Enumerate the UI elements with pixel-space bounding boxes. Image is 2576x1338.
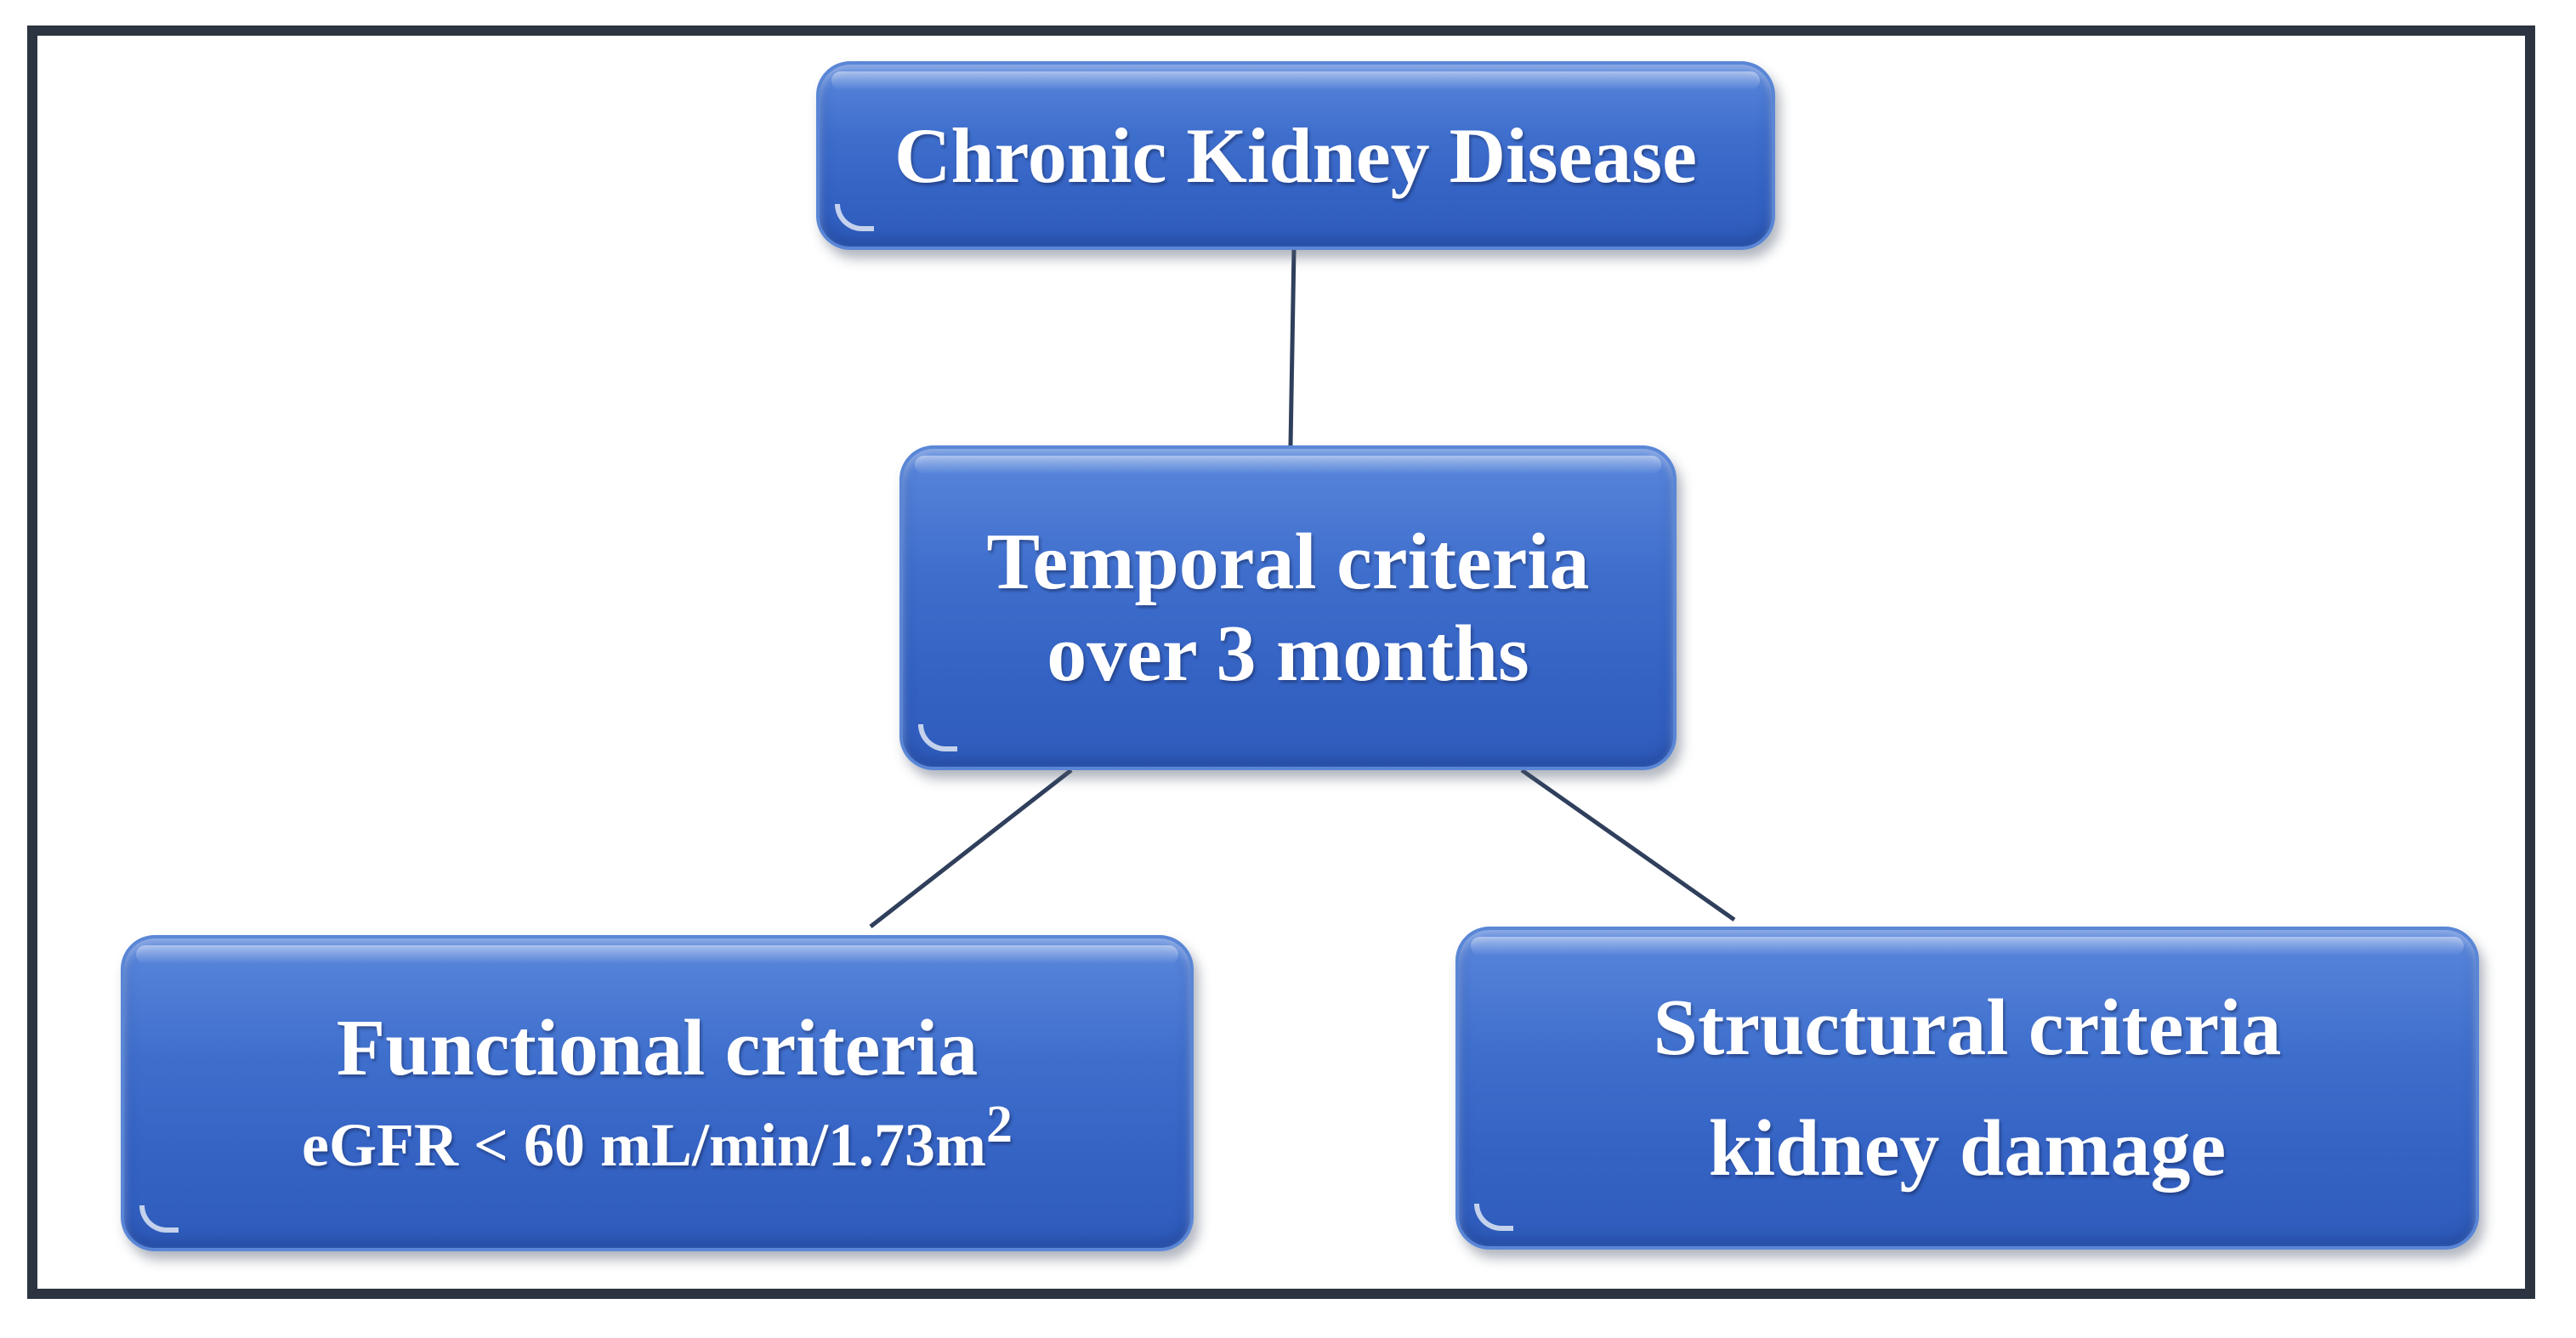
structural-title: Structural criteria — [1653, 984, 2282, 1072]
functional-title: Functional criteria — [336, 1004, 979, 1092]
temporal-title: Temporal criteria — [986, 518, 1590, 606]
node-functional-criteria: Functional criteria eGFR < 60 mL/min/1.7… — [121, 935, 1194, 1251]
functional-detail-superscript: 2 — [985, 1096, 1013, 1154]
node-chronic-kidney-disease: Chronic Kidney Disease — [816, 61, 1775, 250]
node-root-label: Chronic Kidney Disease — [894, 112, 1697, 199]
temporal-detail: over 3 months — [1047, 609, 1529, 698]
node-temporal-criteria: Temporal criteria over 3 months — [899, 445, 1677, 770]
structural-detail: kidney damage — [1708, 1104, 2227, 1193]
functional-detail: eGFR < 60 mL/min/1.73m2 — [302, 1098, 1013, 1190]
functional-detail-text: eGFR < 60 mL/min/1.73m — [302, 1111, 986, 1179]
node-structural-criteria: Structural criteria kidney damage — [1455, 927, 2479, 1250]
